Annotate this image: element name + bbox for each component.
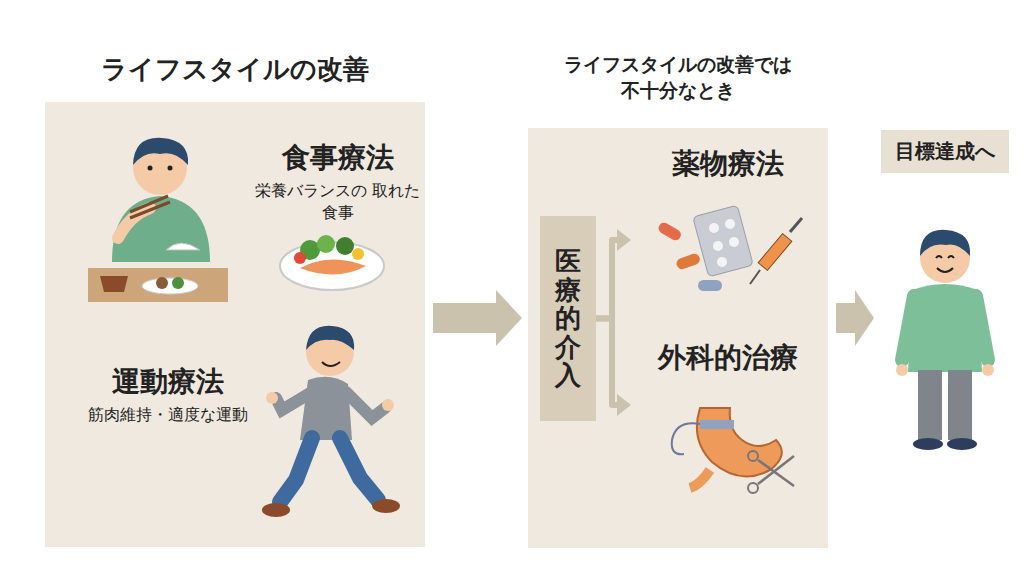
dish [142, 278, 198, 294]
panel-heading: ライフスタイルの改善では 不十分なとき [553, 52, 803, 103]
block-arrow [836, 303, 855, 333]
eye [148, 166, 153, 171]
leg [948, 370, 972, 440]
medicine [657, 205, 802, 291]
scissors-grip [748, 483, 758, 493]
shirt [112, 196, 210, 262]
hair [306, 326, 354, 350]
arrowhead [617, 394, 631, 416]
syringe [758, 234, 792, 271]
goal-person [896, 230, 994, 450]
therapy-title: 薬物療法 [633, 146, 823, 182]
pill [713, 241, 723, 251]
shoe [947, 438, 977, 450]
smile [322, 362, 340, 366]
rice-bowl [166, 243, 200, 250]
arm [346, 392, 385, 418]
eye [936, 256, 942, 258]
arrowhead [496, 290, 522, 346]
therapy-title: 外科的治療 [633, 340, 823, 376]
smile [937, 268, 953, 272]
table [88, 268, 228, 302]
needle [750, 270, 760, 284]
tomato [294, 252, 306, 264]
arm [902, 296, 914, 360]
eye [948, 256, 954, 258]
pill [729, 237, 739, 247]
tube [672, 423, 700, 454]
capsule [698, 280, 722, 291]
blister-pack [693, 205, 753, 277]
scissors-blade [758, 456, 794, 484]
capsule [675, 252, 701, 271]
medical-panel: ライフスタイルの改善では 不十分なとき医療的介入薬物療法外科的治療 [528, 128, 828, 548]
pepper [352, 248, 364, 260]
panel-heading: ライフスタイルの改善 [45, 52, 425, 87]
block-arrow [433, 303, 496, 333]
band-label: 医療的介入 [555, 247, 581, 390]
hand [982, 364, 994, 376]
running-boy [262, 326, 400, 517]
branch-arrow [596, 240, 619, 319]
scissors-blade [758, 460, 794, 486]
arrowhead [855, 290, 874, 346]
shoe [262, 503, 290, 517]
gastric-band [700, 420, 734, 429]
branch-arrow [596, 319, 619, 406]
arm [976, 296, 988, 360]
pill [709, 223, 719, 233]
arm [276, 392, 312, 410]
therapy-title: 運動療法 [65, 364, 270, 400]
hand [896, 364, 908, 376]
food [172, 277, 184, 289]
intervention-band: 医療的介入 [540, 216, 596, 421]
chopstick [130, 202, 170, 218]
hair [133, 138, 188, 165]
salmon [300, 259, 366, 274]
eating-man [88, 138, 228, 302]
shoe [913, 438, 943, 450]
plunger [790, 218, 802, 232]
leg [918, 370, 942, 440]
stomach [697, 408, 782, 476]
stomach-surgery [672, 408, 794, 493]
therapy-item: 食事療法栄養バランスの 取れた食事 [250, 140, 425, 236]
goal-label: 目標達成へ [881, 130, 1009, 173]
therapy-note: 筋肉維持・適度な運動 [65, 404, 270, 426]
scissors-grip [748, 451, 758, 461]
food [156, 277, 168, 289]
therapy-item: 運動療法筋肉維持・適度な運動 [65, 364, 270, 438]
intestine [690, 470, 710, 488]
leg [340, 438, 378, 500]
greens [317, 235, 335, 253]
hand [266, 392, 278, 404]
capsule [657, 221, 683, 243]
shoe [372, 499, 400, 513]
pill [717, 257, 727, 267]
miso-bowl [100, 276, 128, 292]
hair [920, 230, 970, 256]
balanced-meal [280, 235, 384, 290]
therapy-note: 栄養バランスの 取れた食事 [250, 180, 425, 223]
pill [725, 219, 735, 229]
leg [280, 438, 312, 502]
greens [336, 237, 354, 255]
hand [382, 399, 394, 411]
therapy-title: 食事療法 [250, 140, 425, 176]
eye [168, 166, 173, 171]
arrowhead [617, 229, 631, 251]
